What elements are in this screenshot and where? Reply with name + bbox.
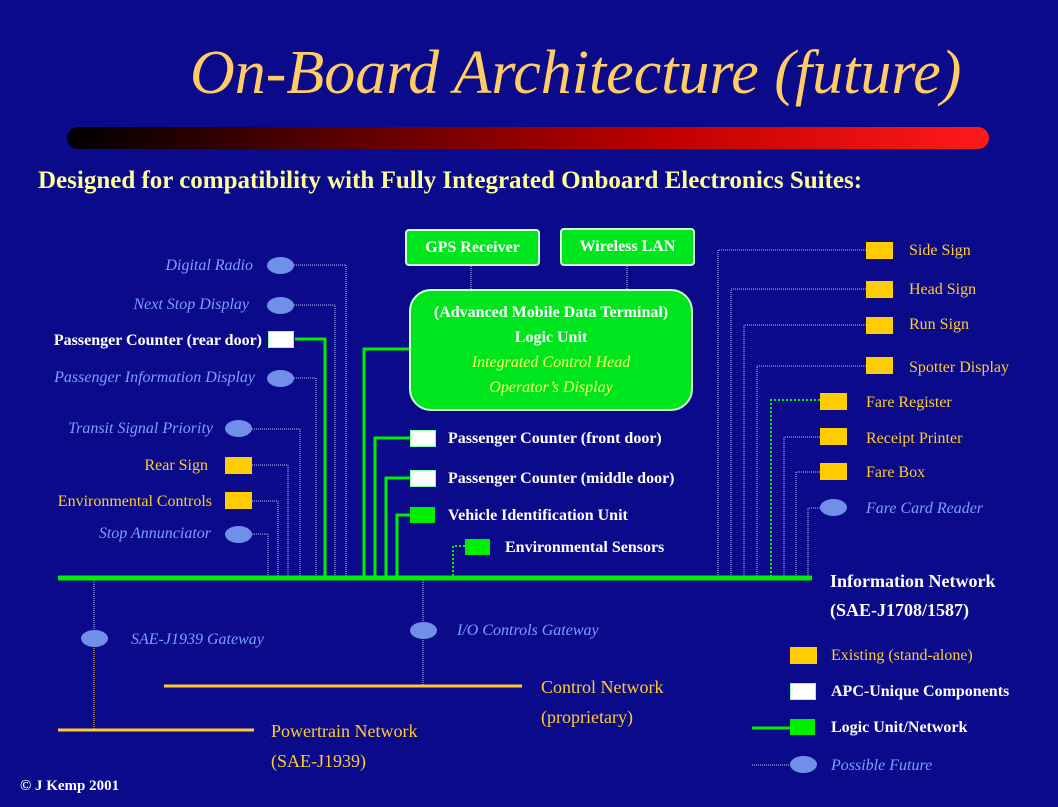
possible-future-icon (267, 370, 294, 387)
center-item-vehicle-id-unit: Vehicle Identification Unit (448, 507, 628, 524)
gps-receiver-box: GPS Receiver (405, 229, 540, 266)
logic-network-icon (410, 507, 435, 523)
left-item-rear-sign: Rear Sign (144, 457, 208, 474)
existing-component-icon (866, 281, 893, 298)
page-title: On-Board Architecture (future) (190, 39, 962, 107)
right-item-fare-box: Fare Box (866, 464, 926, 481)
legend-existing-icon (790, 647, 817, 664)
legend-apc-label: APC-Unique Components (831, 683, 1010, 700)
existing-component-icon (866, 357, 893, 374)
existing-component-icon (820, 393, 847, 410)
legend-logic-label: Logic Unit/Network (831, 719, 968, 736)
existing-component-icon (820, 463, 847, 480)
existing-component-icon (225, 492, 252, 509)
apc-component-icon (410, 430, 436, 447)
logic-unit-box: (Advanced Mobile Data Terminal) Logic Un… (409, 289, 693, 411)
existing-component-icon (820, 428, 847, 445)
right-item-side-sign: Side Sign (909, 242, 971, 259)
logic-unit-line3: Integrated Control Head (471, 354, 631, 371)
logic-unit-line4: Operator’s Display (489, 379, 613, 396)
right-item-fare-card-reader: Fare Card Reader (866, 500, 984, 517)
left-item-passenger-counter-rear: Passenger Counter (rear door) (53, 332, 262, 349)
logic-unit-line1: (Advanced Mobile Data Terminal) (433, 304, 669, 321)
left-item-environmental-controls: Environmental Controls (57, 493, 212, 510)
possible-future-icon (267, 297, 294, 314)
control-network-desc: (proprietary) (541, 707, 633, 727)
legend-logic-icon (790, 719, 815, 735)
info-network-standard: (SAE-J1708/1587) (830, 600, 969, 620)
existing-component-icon (866, 317, 893, 334)
possible-future-icon (81, 630, 108, 647)
right-item-receipt-printer: Receipt Printer (866, 430, 963, 447)
title-gradient-bar (67, 127, 989, 149)
right-item-spotter-display: Spotter Display (909, 359, 1009, 376)
control-network-label: Control Network (541, 677, 664, 697)
logic-unit-line2: Logic Unit (514, 329, 588, 346)
wireless-lan-label: Wireless LAN (579, 238, 676, 255)
right-item-run-sign: Run Sign (909, 316, 970, 333)
possible-future-icon (820, 499, 847, 516)
center-item-passenger-counter-middle: Passenger Counter (middle door) (448, 470, 675, 487)
info-network-label: Information Network (830, 571, 996, 591)
logic-network-icon (465, 539, 490, 555)
gateway-io-label: I/O Controls Gateway (457, 622, 599, 639)
left-item-digital-radio: Digital Radio (165, 257, 253, 274)
existing-component-icon (866, 242, 893, 259)
legend-future-label: Possible Future (831, 757, 933, 774)
center-item-passenger-counter-front: Passenger Counter (front door) (448, 430, 662, 447)
left-item-passenger-info-display: Passenger Information Display (54, 369, 255, 386)
powertrain-network-standard: (SAE-J1939) (271, 751, 366, 771)
copyright: © J Kemp 2001 (20, 778, 120, 794)
apc-component-icon (268, 331, 294, 348)
existing-component-icon (225, 457, 252, 474)
legend-future-icon (790, 756, 817, 773)
possible-future-icon (225, 420, 252, 437)
apc-component-icon (410, 470, 436, 487)
possible-future-icon (410, 622, 437, 639)
gps-receiver-label: GPS Receiver (425, 239, 520, 256)
wireless-lan-box: Wireless LAN (560, 228, 695, 266)
gateway-j1939-label: SAE-J1939 Gateway (131, 631, 264, 648)
possible-future-icon (225, 526, 252, 543)
possible-future-icon (267, 257, 294, 274)
right-item-head-sign: Head Sign (909, 281, 977, 298)
legend-existing-label: Existing (stand-alone) (831, 647, 973, 664)
legend-apc-icon (790, 683, 816, 700)
page-subtitle: Designed for compatibility with Fully In… (38, 167, 863, 194)
left-item-transit-signal-priority: Transit Signal Priority (68, 420, 213, 437)
right-item-fare-register: Fare Register (866, 394, 952, 411)
left-item-next-stop-display: Next Stop Display (133, 296, 249, 313)
left-item-stop-annunciator: Stop Annunciator (98, 525, 211, 542)
powertrain-network-label: Powertrain Network (271, 721, 418, 741)
center-item-environmental-sensors: Environmental Sensors (505, 539, 665, 556)
